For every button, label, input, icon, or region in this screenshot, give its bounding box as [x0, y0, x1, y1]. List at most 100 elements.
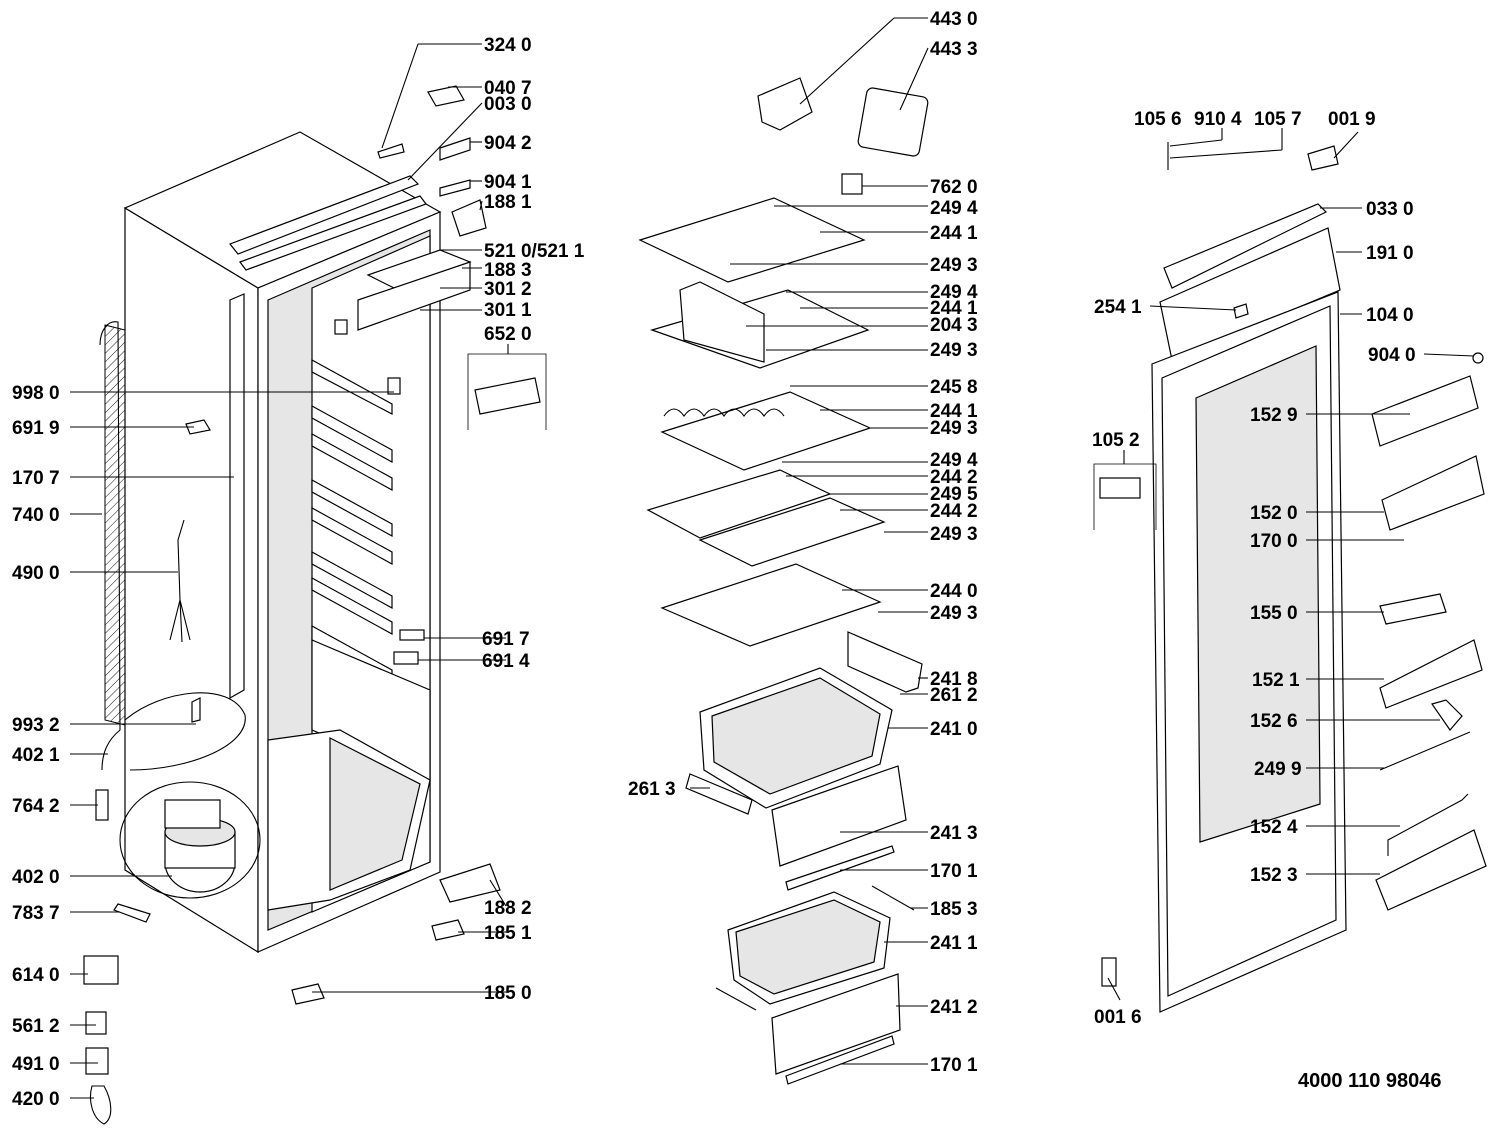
label-152-9: 152 9: [1250, 405, 1298, 426]
drawer-front-241-2: [771, 973, 901, 1075]
label-249-3-a: 249 3: [930, 255, 978, 276]
rack-waves: [663, 408, 785, 417]
label-105-7: 105 7: [1254, 109, 1302, 130]
label-152-4: 152 4: [1250, 817, 1298, 838]
flap-204-3: [679, 281, 765, 363]
label-244-1-a: 244 1: [930, 223, 978, 244]
door-group: [1093, 142, 1487, 1013]
label-188-2: 188 2: [484, 898, 532, 919]
wire-152-4: [1387, 793, 1469, 856]
label-261-2: 261 2: [930, 685, 978, 706]
label-188-3: 188 3: [484, 260, 532, 281]
label-040-7: 040 7: [484, 78, 532, 99]
label-170-1-a: 170 1: [930, 861, 978, 882]
label-402-1: 402 1: [12, 745, 60, 766]
detail-frame-652: [467, 353, 547, 430]
label-152-1: 152 1: [1252, 670, 1300, 691]
label-301-1: 301 1: [484, 300, 532, 321]
label-104-0: 104 0: [1366, 305, 1414, 326]
label-691-9: 691 9: [12, 418, 60, 439]
part-652-0: [474, 377, 541, 415]
part-001-9: [1307, 145, 1339, 171]
label-614-0: 614 0: [12, 965, 60, 986]
label-249-4-c: 249 4: [930, 450, 978, 471]
rail-261-3: [685, 773, 753, 815]
label-244-2-b: 244 2: [930, 501, 978, 522]
condenser-tube: [99, 321, 121, 771]
drawer-front-241-3: [771, 765, 907, 867]
label-241-1: 241 1: [930, 933, 978, 954]
part-998-0: [387, 377, 401, 395]
label-490-0: 490 0: [12, 563, 60, 584]
part-904-0: [1472, 352, 1484, 364]
label-033-0: 033 0: [1366, 199, 1414, 220]
label-324-0: 324 0: [484, 35, 532, 56]
label-241-3: 241 3: [930, 823, 978, 844]
shelf-rails: [311, 358, 393, 681]
label-155-0: 155 0: [1250, 603, 1298, 624]
label-170-7: 170 7: [12, 468, 60, 489]
label-904-1: 904 1: [484, 172, 532, 193]
rack-245-8: [660, 391, 872, 471]
label-001-9: 001 9: [1328, 109, 1376, 130]
cable-490-0: [169, 519, 191, 643]
label-249-3-b: 249 3: [930, 340, 978, 361]
cabinet-group: [83, 85, 547, 1125]
lower-detail-outline: [124, 692, 246, 771]
bin-152-3: [1375, 829, 1487, 911]
part-188-2: [439, 863, 501, 903]
fan-unit-443-0: [757, 77, 813, 131]
strip-249-9: [1379, 731, 1471, 771]
door-inner-panel: [1195, 345, 1321, 843]
control-panel-assembly: [334, 249, 472, 335]
part-324-0: [377, 143, 405, 159]
label-249-5: 249 5: [930, 484, 978, 505]
gasket-443-3: [857, 87, 929, 157]
tray-241-8: [847, 631, 923, 693]
bin-152-1: [1379, 639, 1483, 709]
part-152-6: [1431, 699, 1463, 731]
label-301-2: 301 2: [484, 279, 532, 300]
part-185-1: [431, 919, 465, 941]
label-191-0: 191 0: [1366, 243, 1414, 264]
label-764-2: 764 2: [12, 796, 60, 817]
label-249-4-b: 249 4: [930, 282, 978, 303]
label-998-0: 998 0: [12, 383, 60, 404]
document-number: 4000 110 98046: [1298, 1070, 1442, 1092]
label-249-3-c: 249 3: [930, 418, 978, 439]
shelf-244-2-b: [698, 497, 886, 567]
label-244-1-b: 244 1: [930, 298, 978, 319]
label-904-0: 904 0: [1368, 345, 1416, 366]
label-254-1: 254 1: [1094, 297, 1142, 318]
drawer-241-1-inside: [735, 899, 881, 995]
label-244-0: 244 0: [930, 581, 978, 602]
condenser-panel: [104, 324, 126, 726]
part-188-1: [451, 199, 487, 237]
part-993-2: [191, 697, 201, 723]
part-185-0: [291, 983, 325, 1005]
bin-152-9: [1371, 375, 1479, 447]
part-783-7: [113, 903, 151, 923]
label-185-0: 185 0: [484, 983, 532, 1004]
part-001-6: [1101, 957, 1117, 987]
label-152-6: 152 6: [1250, 711, 1298, 732]
label-491-0: 491 0: [12, 1054, 60, 1075]
label-244-2-a: 244 2: [930, 467, 978, 488]
label-241-8: 241 8: [930, 669, 978, 690]
label-993-2: 993 2: [12, 715, 60, 736]
top-trim-strip: [229, 175, 420, 255]
label-185-3: 185 3: [930, 899, 978, 920]
part-614-0: [83, 955, 119, 985]
part-561-2: [85, 1011, 107, 1035]
label-001-6: 001 6: [1094, 1007, 1142, 1028]
part-420-0: [89, 1085, 112, 1125]
label-170-0: 170 0: [1250, 531, 1298, 552]
label-561-2: 561 2: [12, 1016, 60, 1037]
label-443-3: 443 3: [930, 39, 978, 60]
label-245-8: 245 8: [930, 377, 978, 398]
label-402-0: 402 0: [12, 867, 60, 888]
gasket-191-0: [1159, 227, 1341, 361]
rail-185-3: [871, 885, 915, 911]
top-trim-strip-2: [239, 195, 427, 271]
